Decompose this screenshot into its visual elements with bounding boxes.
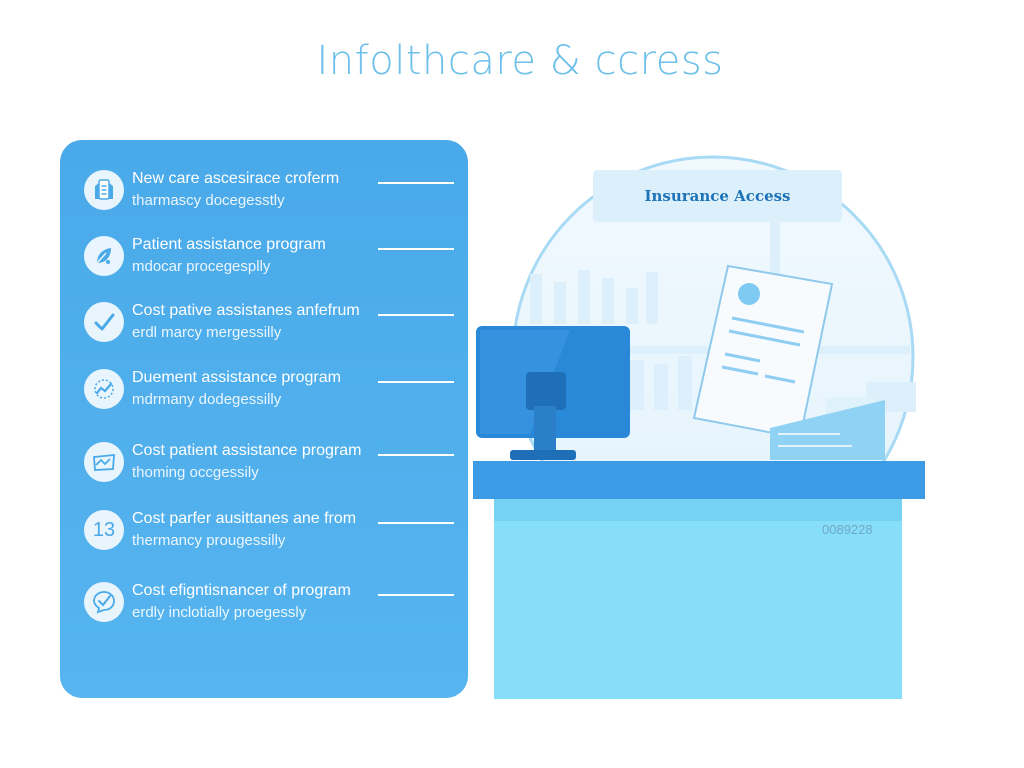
insurance-access-text: Insurance Access [644, 187, 791, 205]
item-subtitle: erdly inclotially proegessly [132, 604, 307, 621]
list-item[interactable]: 13 Cost parfer ausittanes ane from therm… [60, 510, 468, 570]
list-item[interactable]: Duement assistance program mdrmany dodeg… [60, 369, 468, 429]
item-title: Cost parfer ausittanes ane from [132, 510, 357, 527]
divider [378, 381, 454, 383]
insurance-access-label: Insurance Access [593, 170, 842, 222]
trend-icon [84, 369, 124, 409]
item-title: Cost efigntisnancer of program [132, 582, 351, 599]
list-item[interactable]: Cost patient assistance program thoming … [60, 442, 468, 502]
checkmark-icon [84, 302, 124, 342]
envelope-icon [84, 442, 124, 482]
clipboard-icon [84, 170, 124, 210]
chat-check-icon [84, 582, 124, 622]
item-title: Patient assistance program [132, 236, 326, 253]
list-item[interactable]: Cost efigntisnancer of program erdly inc… [60, 582, 468, 642]
item-title: Cost patient assistance program [132, 442, 362, 459]
item-subtitle: erdl marcy mergessilly [132, 324, 282, 341]
list-item[interactable]: Patient assistance program mdocar proceg… [60, 236, 468, 296]
divider [378, 454, 454, 456]
divider [378, 182, 454, 184]
item-title: New care ascesirace croferm [132, 170, 340, 187]
divider [378, 594, 454, 596]
item-subtitle: tharmascy docegesstly [132, 192, 285, 209]
item-subtitle: thermancy prougessilly [132, 532, 286, 549]
item-subtitle: mdrmany dodegessilly [132, 391, 282, 408]
desk-front [494, 499, 902, 699]
item-title: Cost pative assistanes anfefrum [132, 302, 360, 319]
number-icon: 13 [84, 510, 124, 550]
divider [378, 522, 454, 524]
divider [378, 314, 454, 316]
item-title: Duement assistance program [132, 369, 341, 386]
desk-top [473, 461, 925, 499]
document-icon [692, 264, 834, 440]
list-item[interactable]: Cost pative assistanes anfefrum erdl mar… [60, 302, 468, 362]
list-item[interactable]: New care ascesirace croferm tharmascy do… [60, 170, 468, 230]
assistance-list-panel: New care ascesirace croferm tharmascy do… [60, 140, 468, 698]
divider [378, 248, 454, 250]
item-subtitle: mdocar procegesplly [132, 258, 271, 275]
leaf-icon [84, 236, 124, 276]
item-subtitle: thoming occgessily [132, 464, 259, 481]
monitor-icon [476, 326, 630, 460]
insurance-desk-illustration [473, 155, 925, 699]
page-title: Infolthcare & ccress [316, 38, 724, 84]
paper-tray [770, 398, 885, 460]
number-icon-text: 13 [92, 518, 116, 541]
desk-number: 0089228 [822, 522, 873, 537]
